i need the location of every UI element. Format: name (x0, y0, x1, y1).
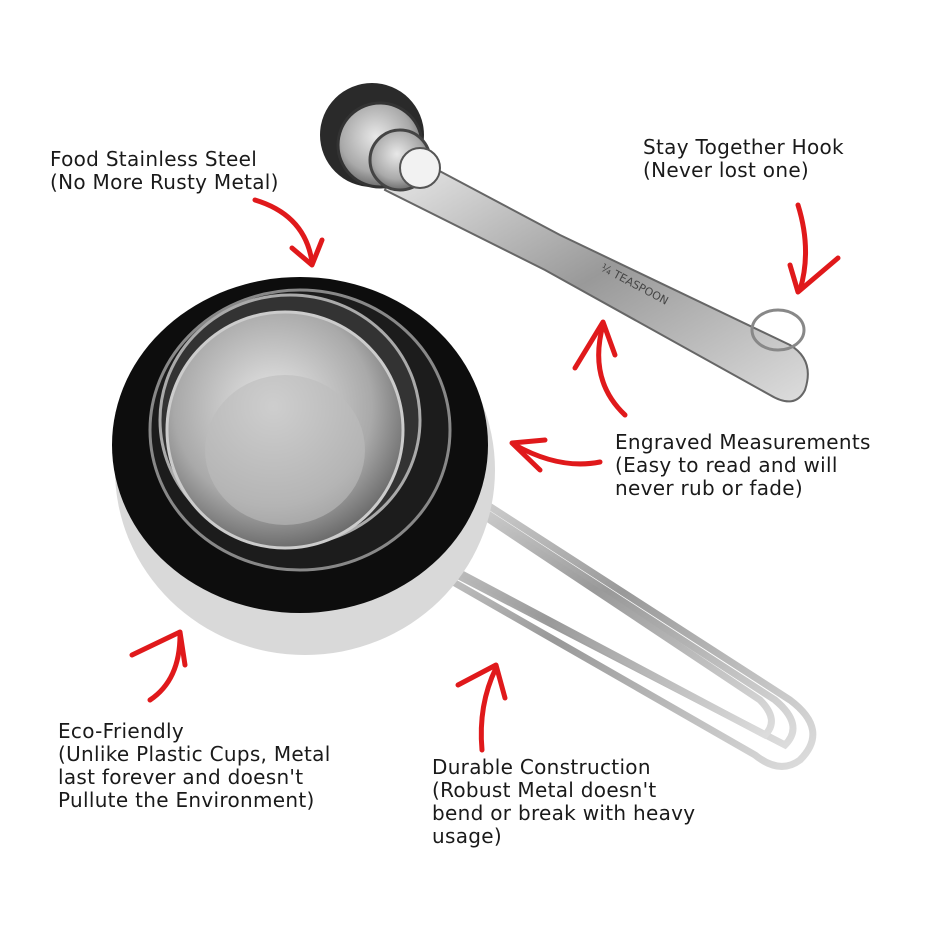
callout-line: (Never lost one) (643, 158, 810, 182)
arrow-durable-icon (455, 662, 508, 753)
callout-line: never rub or fade) (615, 476, 803, 500)
measuring-cups (112, 277, 817, 770)
callout-durable-construction: Durable Construction (Robust Metal doesn… (432, 756, 695, 848)
callout-line: usage) (432, 824, 502, 848)
callout-line: (Unlike Plastic Cups, Metal (58, 742, 331, 766)
callout-food-stainless-steel: Food Stainless Steel (No More Rusty Meta… (50, 148, 279, 194)
arrow-hook-icon (787, 202, 841, 295)
callout-line: Pullute the Environment) (58, 788, 315, 812)
arrow-engraved-icon (509, 319, 628, 473)
arrow-steel-icon (252, 197, 325, 268)
callout-eco-friendly: Eco-Friendly (Unlike Plastic Cups, Metal… (58, 720, 331, 812)
callout-title: Stay Together Hook (643, 135, 844, 159)
callout-line: last forever and doesn't (58, 765, 304, 789)
callout-engraved-measurements: Engraved Measurements (Easy to read and … (615, 431, 871, 500)
callout-title: Food Stainless Steel (50, 147, 258, 171)
arrow-eco-icon (129, 629, 188, 703)
callout-stay-together-hook: Stay Together Hook (Never lost one) (643, 136, 844, 182)
callout-title: Engraved Measurements (615, 430, 871, 454)
callout-title: Eco-Friendly (58, 719, 184, 743)
callout-line: (Easy to read and will (615, 453, 838, 477)
callout-title: Durable Construction (432, 755, 651, 779)
hook-ring (750, 308, 806, 352)
callout-line: (Robust Metal doesn't (432, 778, 657, 802)
callout-line: (No More Rusty Metal) (50, 170, 279, 194)
callout-line: bend or break with heavy (432, 801, 696, 825)
